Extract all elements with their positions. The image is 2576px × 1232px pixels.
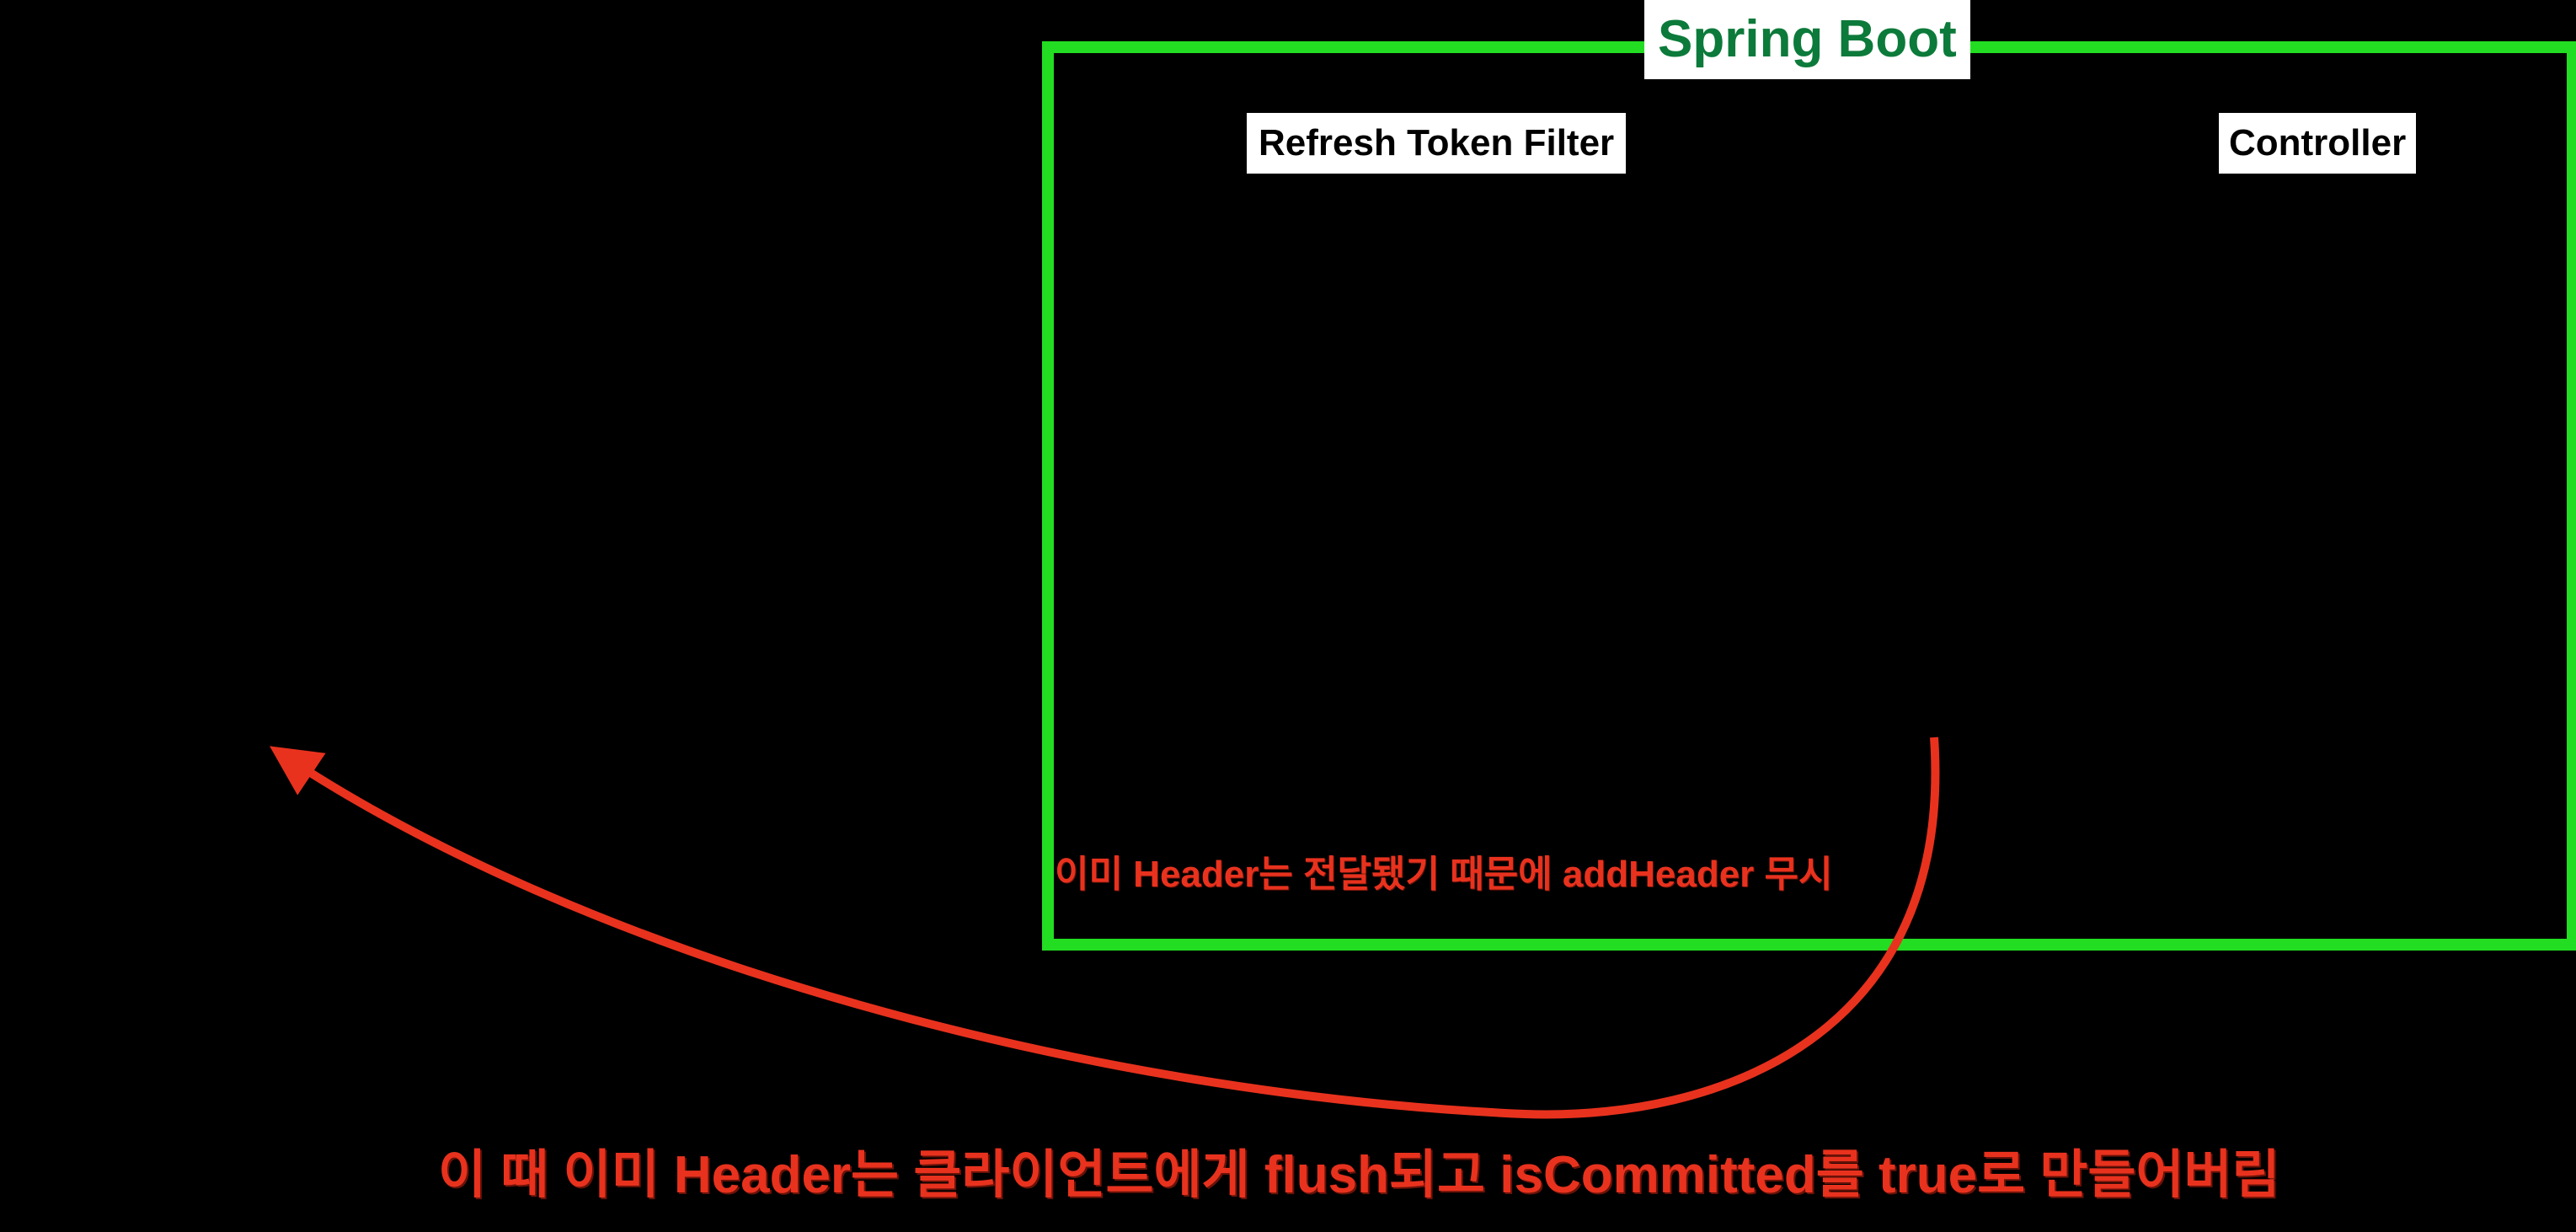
flush-response-arrow <box>270 737 1940 1119</box>
is-committed-caption: 이 때 이미 Header는 클라이언트에게 flush되고 isCommitt… <box>438 1146 2280 1204</box>
controller-label: Controller <box>2219 113 2417 174</box>
spring-boot-container-box <box>1042 41 2576 951</box>
add-header-ignored-note: 이미 Header는 전달됐기 때문에 addHeader 무시 <box>1055 854 1833 895</box>
spring-boot-title: Spring Boot <box>1644 0 1970 79</box>
refresh-token-filter-label: Refresh Token Filter <box>1247 113 1627 174</box>
